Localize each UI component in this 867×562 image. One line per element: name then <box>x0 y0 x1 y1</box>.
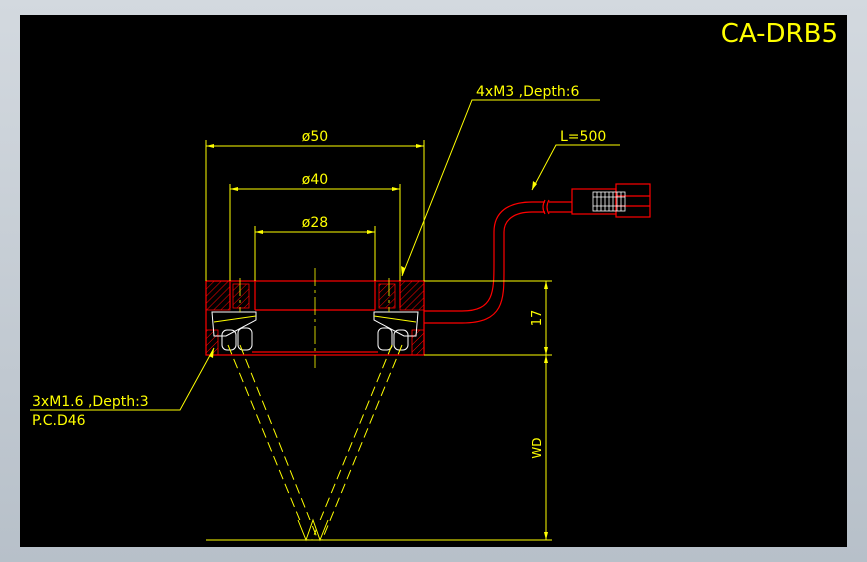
section-hatch <box>205 280 425 356</box>
connector <box>571 183 651 218</box>
dim-height: 17 <box>530 310 545 327</box>
light-cone <box>227 344 403 541</box>
drawing-canvas: CA-DRB5 <box>20 15 847 547</box>
connector-pins <box>592 191 626 212</box>
dimension-lines <box>30 99 620 541</box>
dim-d28: ø28 <box>302 215 328 231</box>
drawing-svg: CA-DRB5 <box>30 19 838 542</box>
dimension-arrows <box>206 144 548 540</box>
center-lines <box>239 268 390 368</box>
led-right <box>373 311 419 351</box>
focus-marker <box>297 518 329 542</box>
dim-d50: ø50 <box>302 129 328 145</box>
dim-d40: ø40 <box>302 172 328 188</box>
dim-cable-length: L=500 <box>560 129 606 145</box>
led-left <box>211 311 257 351</box>
note-bottom-thread: 3xM1.6 ,Depth:3 <box>32 394 149 410</box>
note-pcd: P.C.D46 <box>32 413 86 429</box>
note-top-thread: 4xM3 ,Depth:6 <box>476 84 579 100</box>
dim-wd: WD <box>530 437 544 458</box>
cable <box>424 199 572 324</box>
drawing-title: CA-DRB5 <box>721 19 838 49</box>
